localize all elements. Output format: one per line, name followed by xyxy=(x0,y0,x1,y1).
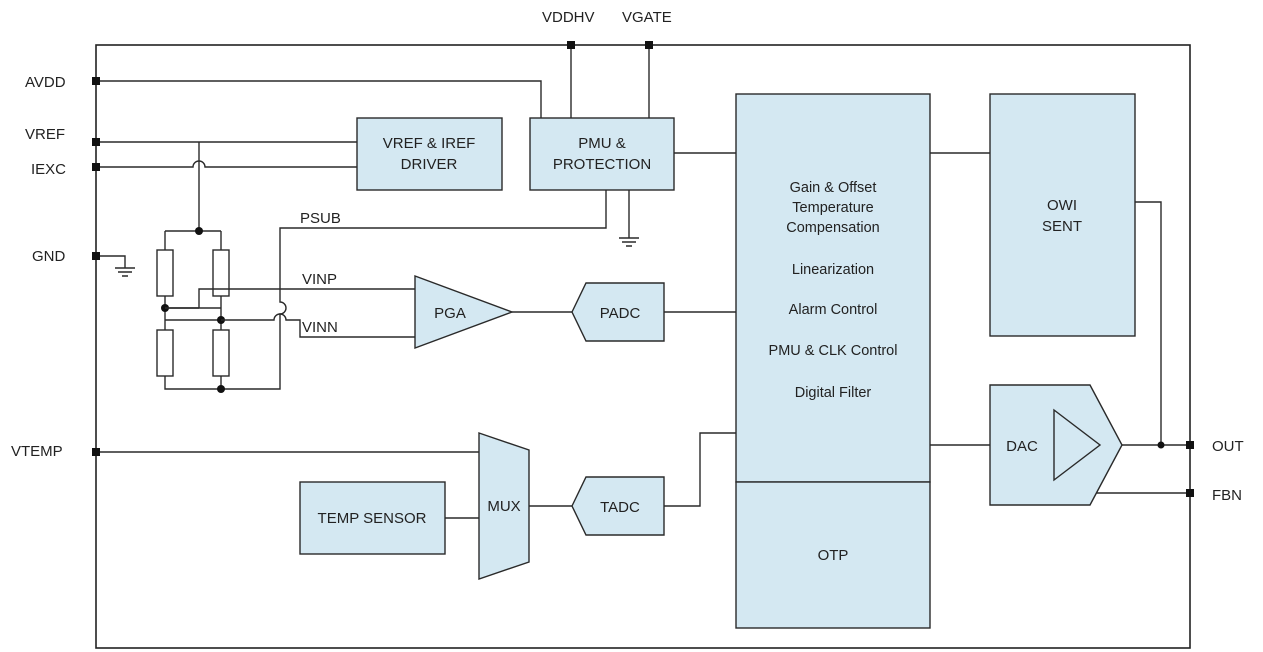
supply-wires xyxy=(570,45,650,118)
dsp-function-temperature: Temperature xyxy=(792,200,873,216)
pin-label-out: OUT xyxy=(1212,438,1244,455)
digital-core-block: Gain & Offset Temperature Compensation L… xyxy=(735,93,931,483)
temp-sensor-block: TEMP SENSOR xyxy=(299,481,446,555)
pin-iexc xyxy=(92,163,100,171)
pin-avdd xyxy=(92,77,100,85)
pin-fbn xyxy=(1186,489,1194,497)
pin-label-vref: VREF xyxy=(25,126,65,143)
dsp-function-alarm-control: Alarm Control xyxy=(789,302,878,318)
pmu-label-1: PMU & xyxy=(578,135,626,152)
vref-driver-label-2: DRIVER xyxy=(401,156,458,173)
tadc-dsp-wire xyxy=(664,432,736,507)
out-junction xyxy=(1157,441,1165,449)
pga-block: PGA xyxy=(414,274,515,350)
pin-out xyxy=(1186,441,1194,449)
dac-label: DAC xyxy=(1006,438,1038,455)
pin-label-vddhv: VDDHV xyxy=(542,9,595,26)
pmu-ground xyxy=(619,190,639,247)
pin-vddhv xyxy=(567,41,575,49)
owi-label-2: SENT xyxy=(1042,218,1082,235)
pin-label-vgate: VGATE xyxy=(622,9,672,26)
pin-vtemp xyxy=(92,448,100,456)
vref-driver-label-1: VREF & IREF xyxy=(383,135,476,152)
tadc-label: TADC xyxy=(600,499,640,516)
gnd-wire xyxy=(96,255,135,277)
pin-label-vtemp: VTEMP xyxy=(11,443,63,460)
owi-out-wire xyxy=(1135,201,1162,445)
dac-amplifier-icon xyxy=(1053,408,1102,482)
padc-block: PADC xyxy=(571,282,665,342)
pin-vgate xyxy=(645,41,653,49)
pmu-protection-block: PMU & PROTECTION xyxy=(529,117,675,191)
dsp-function-gain-offset: Gain & Offset xyxy=(790,180,877,196)
chip-boundary xyxy=(95,44,1191,649)
otp-block: OTP xyxy=(735,481,931,629)
pin-label-iexc: IEXC xyxy=(31,161,66,178)
pin-label-gnd: GND xyxy=(32,248,66,265)
net-label-vinp: VINP xyxy=(302,271,337,288)
dsp-function-linearization: Linearization xyxy=(792,262,874,278)
pmu-label-2: PROTECTION xyxy=(553,156,651,173)
owi-label-1: OWI xyxy=(1047,197,1077,214)
net-label-psub: PSUB xyxy=(300,210,341,227)
pga-label: PGA xyxy=(434,305,466,322)
net-label-vinn: VINN xyxy=(302,319,338,336)
sensor-bridge xyxy=(156,227,230,393)
dsp-function-compensation: Compensation xyxy=(786,220,880,236)
pin-gnd xyxy=(92,252,100,260)
pin-vref xyxy=(92,138,100,146)
pin-label-fbn: FBN xyxy=(1212,487,1242,504)
vref-iref-driver-block: VREF & IREF DRIVER xyxy=(356,117,503,191)
dsp-function-pmu-clk-control: PMU & CLK Control xyxy=(769,343,898,359)
temp-sensor-label: TEMP SENSOR xyxy=(318,510,427,527)
dac-block: DAC xyxy=(989,384,1123,506)
padc-label: PADC xyxy=(600,305,641,322)
vinn-wire xyxy=(221,313,415,338)
vinp-wire xyxy=(165,288,415,309)
vref-iexc-wires xyxy=(96,141,357,168)
owi-sent-block: OWI SENT xyxy=(989,93,1136,337)
pin-label-avdd: AVDD xyxy=(25,74,66,91)
dsp-function-digital-filter: Digital Filter xyxy=(795,385,872,401)
mux-label: MUX xyxy=(487,498,520,515)
mux-block: MUX xyxy=(478,432,530,580)
otp-label: OTP xyxy=(818,547,849,564)
avdd-wire xyxy=(96,80,542,118)
tadc-block: TADC xyxy=(571,476,665,536)
